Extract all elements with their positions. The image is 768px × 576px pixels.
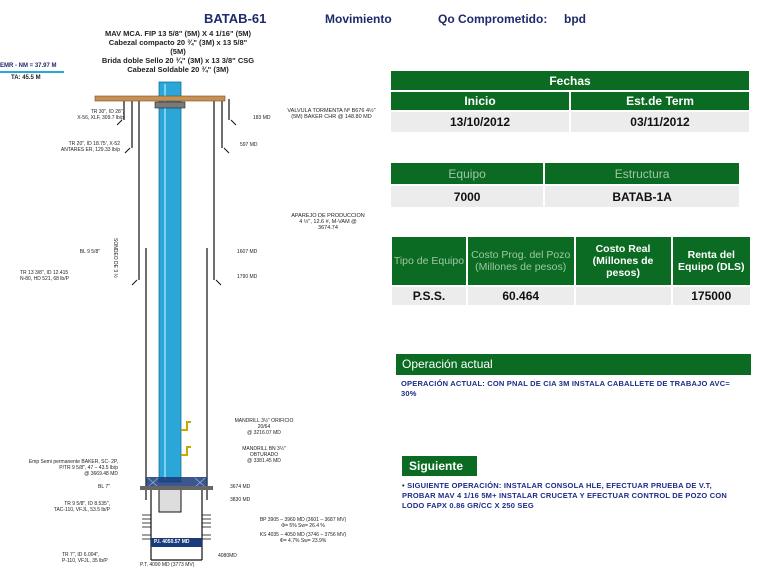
siguiente-text: • SIGUIENTE OPERACIÓN: INSTALAR CONSOLA … [402, 476, 751, 511]
wellhead-line: Cabezal compacto 20 ¾" (3M) x 13 5/8" [108, 38, 248, 47]
label-tr958: TR 9 5/8", ID 8.535", TAC-110, VFJL, 53.… [53, 501, 110, 513]
safety-valve [154, 101, 186, 109]
fechas-inicio-value: 13/10/2012 [391, 112, 569, 132]
fechas-term-label: Est.de Term [571, 92, 749, 110]
wellhead-line: Brida doble Sello 20 ¾" (3M) x 13 3/8" C… [101, 56, 255, 65]
label-tubing: SONDEO DE 3 ½ [112, 238, 118, 278]
label-tr20: TR 20", ID 18.75', X-52 ANTARES ER, 129.… [60, 141, 120, 153]
fechas-term-value: 03/11/2012 [571, 112, 749, 132]
packer [146, 477, 207, 488]
wellhead-description: MAV MCA. FIP 13 5/8" (5M) X 4 1/16" (5M)… [78, 29, 278, 74]
renta-equipo-label: Renta del Equipo (DLS) [672, 237, 750, 285]
movement-label: Movimiento [325, 12, 392, 26]
label-valvula: VALVULA TORMENTA Nº B676 4½" (5M) BAKER … [287, 108, 376, 120]
label-pi: P.I. 4050.57 MD [154, 539, 190, 545]
label-bl7: BL 7" [98, 484, 110, 490]
estructura-label: Estructura [545, 163, 739, 184]
perforations [142, 514, 211, 540]
label-bl958: BL 9 5/8" [79, 249, 100, 255]
ta-label: TA: 45.5 M [11, 75, 41, 81]
label-tr30: TR 30", ID 28", X-56, XLF, 309.7 lb/p [77, 109, 124, 121]
renta-equipo-value: 175000 [672, 287, 750, 305]
siguiente-title: Siguiente [402, 456, 477, 476]
costo-real-label: Costo Real (Millones de pesos) [575, 237, 671, 285]
label-empacador: Emp Semi permanente BAKER, SC- 2P, P/TR … [28, 459, 118, 477]
label-md597: 597 MD [240, 142, 258, 148]
label-mandrill2: MANDRILL BN 3½" OBTURADO @ 3381.45 MD [242, 446, 286, 464]
costos-table: Tipo de Equipo Costo Prog. del Pozo (Mil… [390, 235, 752, 307]
fechas-table: Fechas Inicio Est.de Term 13/10/2012 03/… [389, 69, 751, 134]
shoe-tr1338 [131, 279, 222, 286]
equipo-label: Equipo [391, 163, 544, 184]
mandrel-2 [181, 446, 191, 456]
wellhead-line: MAV MCA. FIP 13 5/8" (5M) X 4 1/16" (5M) [104, 29, 252, 38]
label-md1790: 1790 MD [237, 274, 258, 280]
tipo-equipo-label: Tipo de Equipo [392, 237, 466, 285]
label-mandrill1: MANDRILL 3½" ORIFICIO 20/64 @ 3216.07 MD [234, 418, 294, 436]
label-tr7: TR 7", ID 6.004", P-110, VFJL, 35 lb/P [62, 552, 108, 564]
label-pt: P.T. 4090 MD (3773 MV) [140, 562, 195, 568]
operacion-actual-text: OPERACIÓN ACTUAL: CON PNAL DE CIA 3M INS… [401, 379, 730, 398]
tipo-equipo-value: P.S.S. [392, 287, 466, 305]
label-md1607: 1607 MD [237, 249, 258, 255]
equipo-table: Equipo Estructura 7000 BATAB-1A [389, 161, 741, 209]
qo-label: Qo Comprometido: [438, 12, 548, 26]
wellhead-flange [94, 95, 226, 102]
siguiente-text-body: SIGUIENTE OPERACIÓN: INSTALAR CONSOLA HL… [402, 481, 728, 510]
wellhead-line: (5M) [170, 47, 186, 56]
packer-x [147, 477, 206, 488]
operacion-actual-panel: Operación actual OPERACIÓN ACTUAL: CON P… [396, 354, 751, 404]
label-aparejo: APAREJO DE PRODUCCION 4 ½", 12.6 #, M-VA… [291, 213, 365, 231]
emr-line [0, 71, 64, 73]
label-ks: KS 4035 – 4050 MD (3746 – 3756 MV) Φ= 4.… [259, 532, 347, 544]
emr-label: EMR - NM = 37.97 M [0, 63, 57, 69]
liner-hanger [140, 486, 213, 490]
fechas-title: Fechas [391, 71, 749, 90]
production-tubing [158, 81, 182, 483]
label-md3830: 3830 MD [230, 497, 251, 503]
bullet-icon: • [402, 481, 408, 490]
shoe-tr30 [116, 119, 237, 126]
costo-prog-label: Costo Prog. del Pozo (Millones de pesos) [467, 237, 574, 285]
label-md183: 183 MD [253, 115, 271, 121]
fechas-inicio-label: Inicio [391, 92, 569, 110]
label-md3674: 3674 MD [230, 484, 251, 490]
shoe-tr20 [124, 147, 230, 154]
costo-prog-value: 60.464 [467, 287, 574, 305]
well-name: BATAB-61 [204, 11, 267, 26]
label-tr1338: TR 13 3/8", ID 12.415 N-80, HD 521, 68 l… [20, 270, 69, 282]
wellhead-line: Cabezal Soldable 20 ¾" (3M) [127, 65, 229, 74]
estructura-value: BATAB-1A [545, 186, 739, 207]
label-bp: BP 3905 – 3960 MD (3601 – 3687 MV) Φ= 5%… [259, 517, 347, 529]
pi-bar [151, 538, 202, 547]
costo-real-value [575, 287, 671, 305]
wellbore-diagram [94, 81, 237, 561]
tubing-end [158, 490, 182, 513]
label-md4080: 4080MD [218, 553, 237, 559]
qo-unit: bpd [564, 12, 586, 26]
equipo-value: 7000 [391, 186, 544, 207]
operacion-actual-title: Operación actual [396, 354, 751, 375]
siguiente-panel: Siguiente • SIGUIENTE OPERACIÓN: INSTALA… [402, 456, 751, 516]
mandrel-1 [181, 421, 191, 431]
